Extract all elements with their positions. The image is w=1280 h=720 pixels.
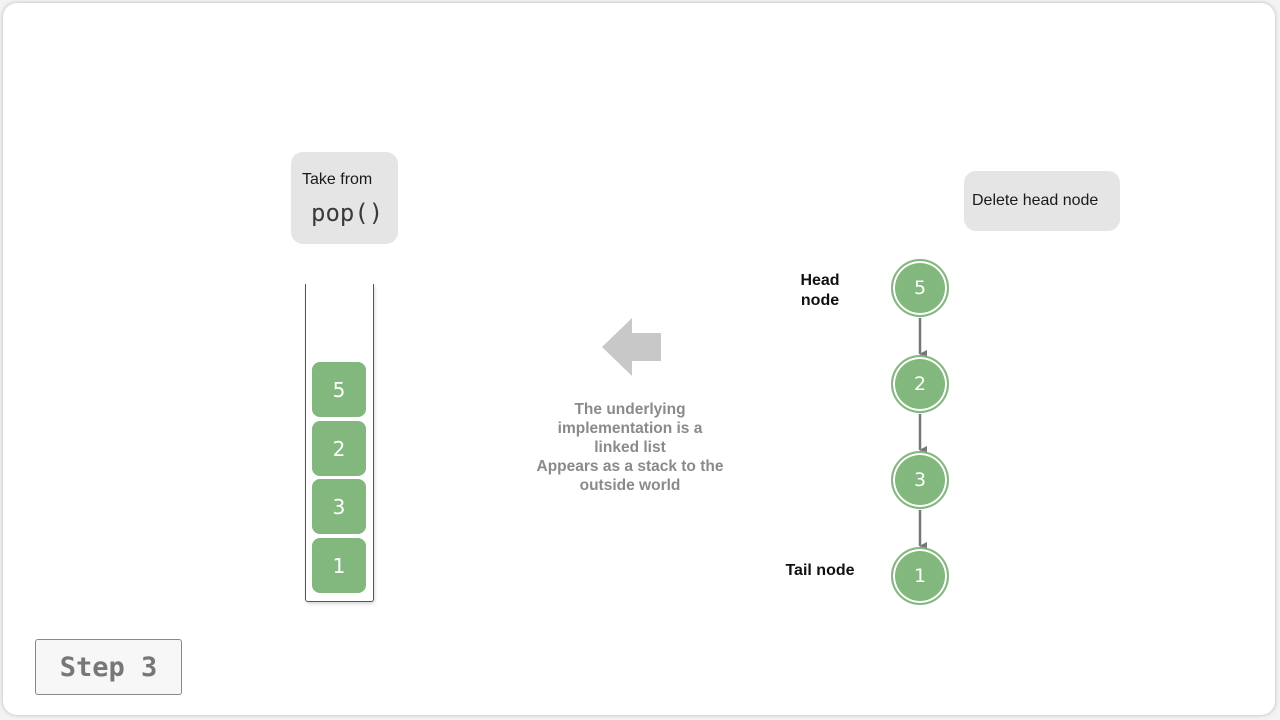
list-node: 3 (891, 451, 949, 509)
tail-node-label: Tail node (785, 562, 855, 579)
note-line: The underlying (574, 401, 686, 418)
stack-item: 3 (312, 479, 366, 534)
pop-code: pop() (311, 199, 384, 227)
delete-head-label: Delete head node (972, 192, 1099, 209)
delete-head-bubble: Delete head node (964, 171, 1120, 231)
note-line: linked list (594, 439, 666, 456)
stack-item: 2 (312, 421, 366, 476)
list-connectors (918, 318, 927, 550)
stack-container (305, 284, 374, 602)
stack-item: 5 (312, 362, 366, 417)
note-line: Appears as a stack to the (536, 458, 724, 475)
list-node-tail: 1 (891, 547, 949, 605)
list-node: 2 (891, 355, 949, 413)
step-indicator: Step 3 (35, 639, 182, 695)
head-node-label: Head node (800, 272, 840, 309)
list-node-head: 5 (891, 259, 949, 317)
note-line: outside world (579, 477, 681, 494)
note-line: implementation is a (557, 420, 703, 437)
pop-bubble: Take from pop() (291, 152, 398, 244)
implementation-note: The underlying implementation is a linke… (525, 400, 735, 495)
pop-bubble-label: Take from (302, 171, 373, 188)
left-arrow-icon (602, 318, 661, 376)
stack-item: 1 (312, 538, 366, 593)
